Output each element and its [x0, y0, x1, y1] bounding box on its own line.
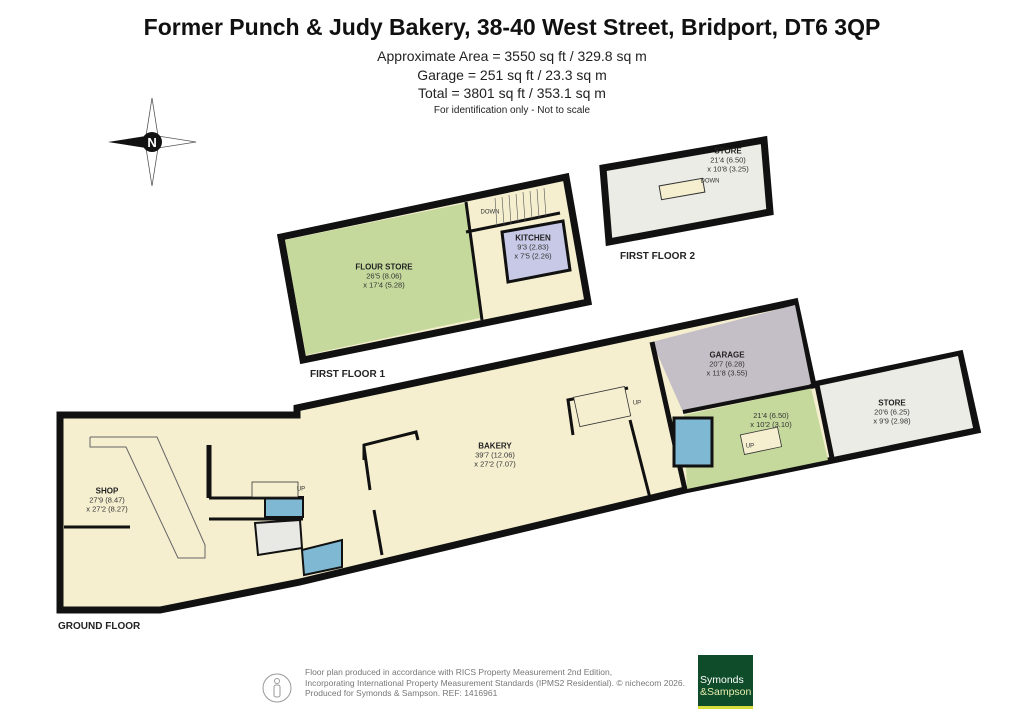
stair-label-down: DOWN [480, 209, 500, 216]
page-title: Former Punch & Judy Bakery, 38-40 West S… [143, 14, 881, 40]
first-floor-1-plan [276, 172, 593, 365]
first-floor-2-plan [599, 135, 774, 247]
footer-notes: Floor plan produced in accordance with R… [305, 667, 685, 698]
approx-area: Approximate Area = 3550 sq ft / 329.8 sq… [377, 48, 647, 64]
floor-label-first-floor-2: FIRST FLOOR 2 [620, 251, 695, 262]
total-area: Total = 3801 sq ft / 353.1 sq m [418, 85, 606, 101]
ground-floor-plan [56, 297, 982, 614]
stair-label-down: DOWN [700, 178, 720, 185]
stair-label-up: UP [632, 400, 642, 407]
symonds-sampson-logo: Symonds &Sampson [698, 655, 753, 709]
compass-rose-icon: N [108, 97, 197, 187]
garage-area: Garage = 251 sq ft / 23.3 sq m [417, 67, 607, 83]
room-label-rear-room: 21'4 (6.50)x 10'2 (3.10) [750, 411, 792, 429]
stair-label-up: UP [296, 486, 306, 493]
stair-label-up: UP [745, 443, 755, 450]
floor-label-ground-floor: GROUND FLOOR [58, 621, 141, 632]
svg-text:N: N [147, 135, 156, 150]
floor-label-first-floor-1: FIRST FLOOR 1 [310, 369, 385, 380]
disclaimer: For identification only - Not to scale [433, 105, 591, 116]
